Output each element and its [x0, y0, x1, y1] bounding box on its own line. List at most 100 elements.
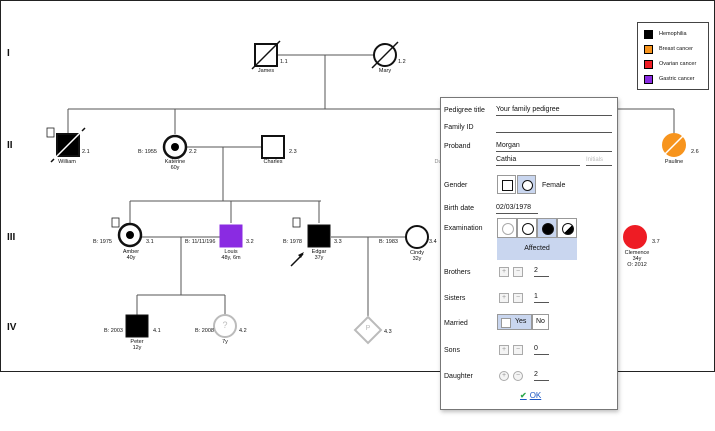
- legend-item-breast-cancer: Breast cancer: [644, 44, 693, 54]
- pedigree-lines: [46, 40, 688, 345]
- ok-button[interactable]: ✔OK: [520, 391, 542, 400]
- pedigree-title-label: Pedigree title: [444, 107, 485, 114]
- legend-item-hemophilia: Hemophilia: [644, 29, 687, 39]
- sisters-label: Sisters: [444, 295, 466, 302]
- examination-value: Affected: [524, 245, 550, 252]
- clemence-name: Clemence: [624, 250, 650, 256]
- married-label: Married: [444, 320, 468, 327]
- generation-label-ii: II: [7, 140, 13, 151]
- louis-id: 3.2: [246, 239, 254, 245]
- amber-age: 40y: [126, 255, 136, 261]
- initials-input[interactable]: Initials: [586, 155, 612, 166]
- william-name: William: [58, 159, 76, 165]
- unknown-4-2-symbol[interactable]: [213, 314, 237, 338]
- pregnancy-id: 4.3: [384, 329, 392, 335]
- peter-age: 12y: [132, 345, 142, 351]
- brothers-minus-button[interactable]: −: [513, 267, 523, 277]
- married-no-option[interactable]: No: [532, 314, 549, 330]
- clemence-id: 3.7: [652, 239, 660, 245]
- cindy-birth: B: 1983: [379, 239, 398, 245]
- amber-name: Amber: [122, 249, 140, 255]
- daughter-label: Daughter: [444, 373, 473, 380]
- james-id: 1.1: [280, 59, 288, 65]
- edgar-birth: B: 1978: [283, 239, 302, 245]
- proband-lastname-input[interactable]: Morgan: [496, 141, 612, 152]
- birth-date-label: Birth date: [444, 205, 474, 212]
- edgar-symbol[interactable]: [307, 224, 331, 248]
- louis-age: 48y, 6m: [221, 255, 241, 261]
- check-icon: ✔: [520, 391, 527, 400]
- cindy-age: 32y: [412, 256, 422, 262]
- charles-symbol[interactable]: [261, 135, 285, 159]
- sons-input[interactable]: 0: [534, 344, 549, 355]
- document-icon: [111, 217, 120, 228]
- document-icon: [292, 217, 301, 228]
- sisters-plus-button[interactable]: +: [499, 293, 509, 303]
- gender-value: Female: [542, 182, 566, 189]
- peter-symbol[interactable]: [125, 314, 149, 338]
- sons-minus-button[interactable]: −: [513, 345, 523, 355]
- cindy-symbol[interactable]: [405, 225, 429, 249]
- katerine-name: Katerine: [164, 159, 186, 165]
- document-icon: [46, 127, 55, 138]
- louis-symbol[interactable]: [219, 224, 243, 248]
- gender-male-option[interactable]: [497, 175, 516, 194]
- james-name: James: [257, 68, 275, 74]
- katerine-birth: B: 1955: [138, 149, 157, 155]
- sons-plus-button[interactable]: +: [499, 345, 509, 355]
- generation-label-iii: III: [7, 232, 16, 243]
- proband-firstname-input[interactable]: Cathia: [496, 155, 580, 166]
- mary-id: 1.2: [398, 59, 406, 65]
- exam-normal-option[interactable]: [517, 218, 537, 238]
- pregnancy-symbol[interactable]: [353, 315, 383, 345]
- legend-item-gastric-cancer: Gastric cancer: [644, 74, 694, 84]
- sisters-input[interactable]: 1: [534, 292, 549, 303]
- daughter-plus-button[interactable]: +: [499, 371, 509, 381]
- peter-birth: B: 2003: [104, 328, 123, 334]
- proband-label: Proband: [444, 143, 471, 150]
- generation-label-iv: IV: [7, 322, 17, 333]
- gender-label: Gender: [444, 182, 468, 189]
- exam-affected-option[interactable]: [537, 218, 557, 238]
- brothers-plus-button[interactable]: +: [499, 267, 509, 277]
- brothers-input[interactable]: 2: [534, 266, 549, 277]
- brothers-label: Brothers: [444, 269, 471, 276]
- family-id-input[interactable]: [496, 122, 612, 133]
- pauline-id: 2.6: [691, 149, 699, 155]
- amber-birth: B: 1975: [93, 239, 112, 245]
- exam-carrier-option[interactable]: [557, 218, 577, 238]
- louis-name: Louis: [224, 249, 238, 255]
- unknown-4-2-id: 4.2: [239, 328, 247, 334]
- clemence-age: 34y: [632, 256, 642, 262]
- peter-id: 4.1: [153, 328, 161, 334]
- clemence-symbol[interactable]: [623, 225, 647, 249]
- edgar-id: 3.3: [334, 239, 342, 245]
- charles-id: 2.3: [289, 149, 297, 155]
- unknown-symbol-text: ?: [222, 320, 228, 330]
- exam-unknown-option[interactable]: [497, 218, 517, 238]
- birth-date-input[interactable]: 02/03/1978: [496, 203, 538, 214]
- pedigree-settings-dialog: Pedigree title Your family pedigree Fami…: [440, 97, 618, 410]
- edgar-name: Edgar: [311, 249, 327, 255]
- legend-item-ovarian-cancer: Ovarian cancer: [644, 59, 696, 69]
- family-id-label: Family ID: [444, 124, 474, 131]
- daughter-input[interactable]: 2: [534, 370, 549, 381]
- sons-label: Sons: [444, 347, 460, 354]
- pauline-name: Pauline: [664, 159, 684, 165]
- daughter-minus-button[interactable]: −: [513, 371, 523, 381]
- unknown-4-2-birth: B: 2008: [195, 328, 214, 334]
- amber-id: 3.1: [146, 239, 154, 245]
- pedigree-title-input[interactable]: Your family pedigree: [496, 105, 612, 116]
- generation-label-i: I: [7, 48, 10, 59]
- legend-box: Hemophilia Breast cancer Ovarian cancer …: [637, 22, 709, 90]
- katerine-age: 60y: [170, 165, 180, 171]
- unknown-4-2-age: 7y: [222, 339, 228, 345]
- gender-female-option[interactable]: [517, 175, 536, 194]
- william-id: 2.1: [82, 149, 90, 155]
- mary-name: Mary: [378, 68, 392, 74]
- louis-birth: B: 11/11/196: [185, 239, 216, 245]
- married-yes-option[interactable]: Yes: [497, 314, 532, 330]
- sisters-minus-button[interactable]: −: [513, 293, 523, 303]
- cindy-id: 3.4: [429, 239, 437, 245]
- clemence-extra: O: 2012: [627, 262, 647, 268]
